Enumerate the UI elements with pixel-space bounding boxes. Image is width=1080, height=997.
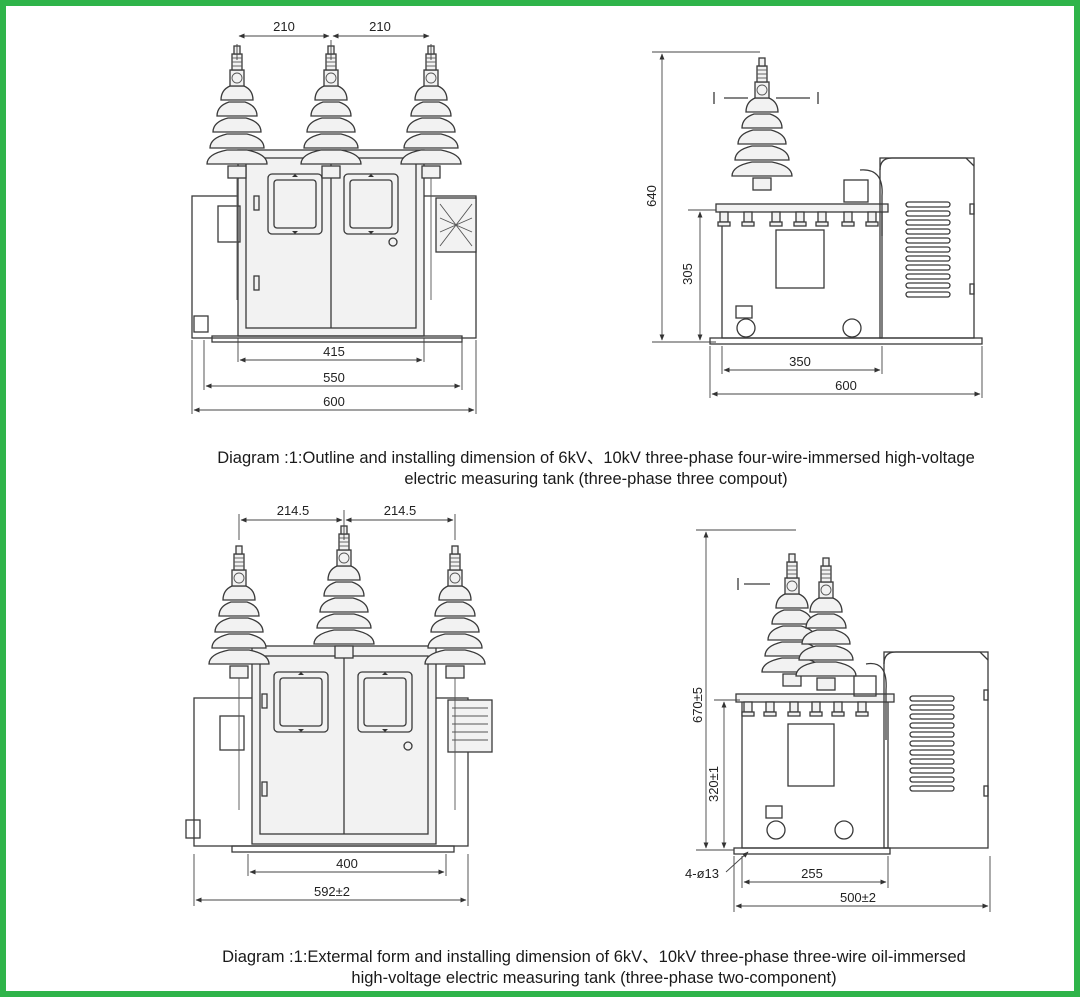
dim-label: 320±1 bbox=[706, 766, 721, 802]
dim-label: 640 bbox=[644, 185, 659, 207]
dim-label: 415 bbox=[323, 344, 345, 359]
diagram2-side-view bbox=[733, 553, 989, 855]
dim-label: 550 bbox=[323, 370, 345, 385]
dim-label: 600 bbox=[323, 394, 345, 409]
dim-label: 350 bbox=[789, 354, 811, 369]
diagram2-front-view bbox=[185, 525, 493, 853]
dim-label: 214.5 bbox=[277, 503, 310, 518]
dim-label: 670±5 bbox=[690, 687, 705, 723]
dim-label: 305 bbox=[680, 263, 695, 285]
diagram2-front-dimensions bbox=[193, 510, 469, 906]
dim-label: 210 bbox=[273, 19, 295, 34]
dim-label: 4-ø13 bbox=[685, 866, 719, 881]
dim-label: 214.5 bbox=[384, 503, 417, 518]
diagram1-front-view bbox=[191, 45, 477, 343]
diagram2-caption: Diagram :1:Extermal form and installing … bbox=[104, 947, 1074, 989]
dim-label: 592±2 bbox=[314, 884, 350, 899]
caption-line: Diagram :1:Extermal form and installing … bbox=[222, 948, 966, 966]
caption-line: electric measuring tank (three-phase thr… bbox=[404, 470, 788, 488]
diagram1-caption: Diagram :1:Outline and installing dimens… bbox=[106, 448, 1074, 490]
drawing-canvas: 210 210 415 550 600 bbox=[185, 19, 991, 912]
dim-label: 210 bbox=[369, 19, 391, 34]
dim-label: 400 bbox=[336, 856, 358, 871]
diagram1-front-dimensions bbox=[191, 33, 477, 414]
caption-line: high-voltage electric measuring tank (th… bbox=[351, 969, 837, 987]
dim-label: 600 bbox=[835, 378, 857, 393]
dim-label: 500±2 bbox=[840, 890, 876, 905]
diagram1-side-dimensions bbox=[652, 51, 983, 398]
caption-line: Diagram :1:Outline and installing dimens… bbox=[217, 449, 975, 467]
dim-label: 255 bbox=[801, 866, 823, 881]
diagram1-side-view bbox=[709, 57, 983, 345]
diagram2-side-dimensions bbox=[696, 529, 991, 912]
